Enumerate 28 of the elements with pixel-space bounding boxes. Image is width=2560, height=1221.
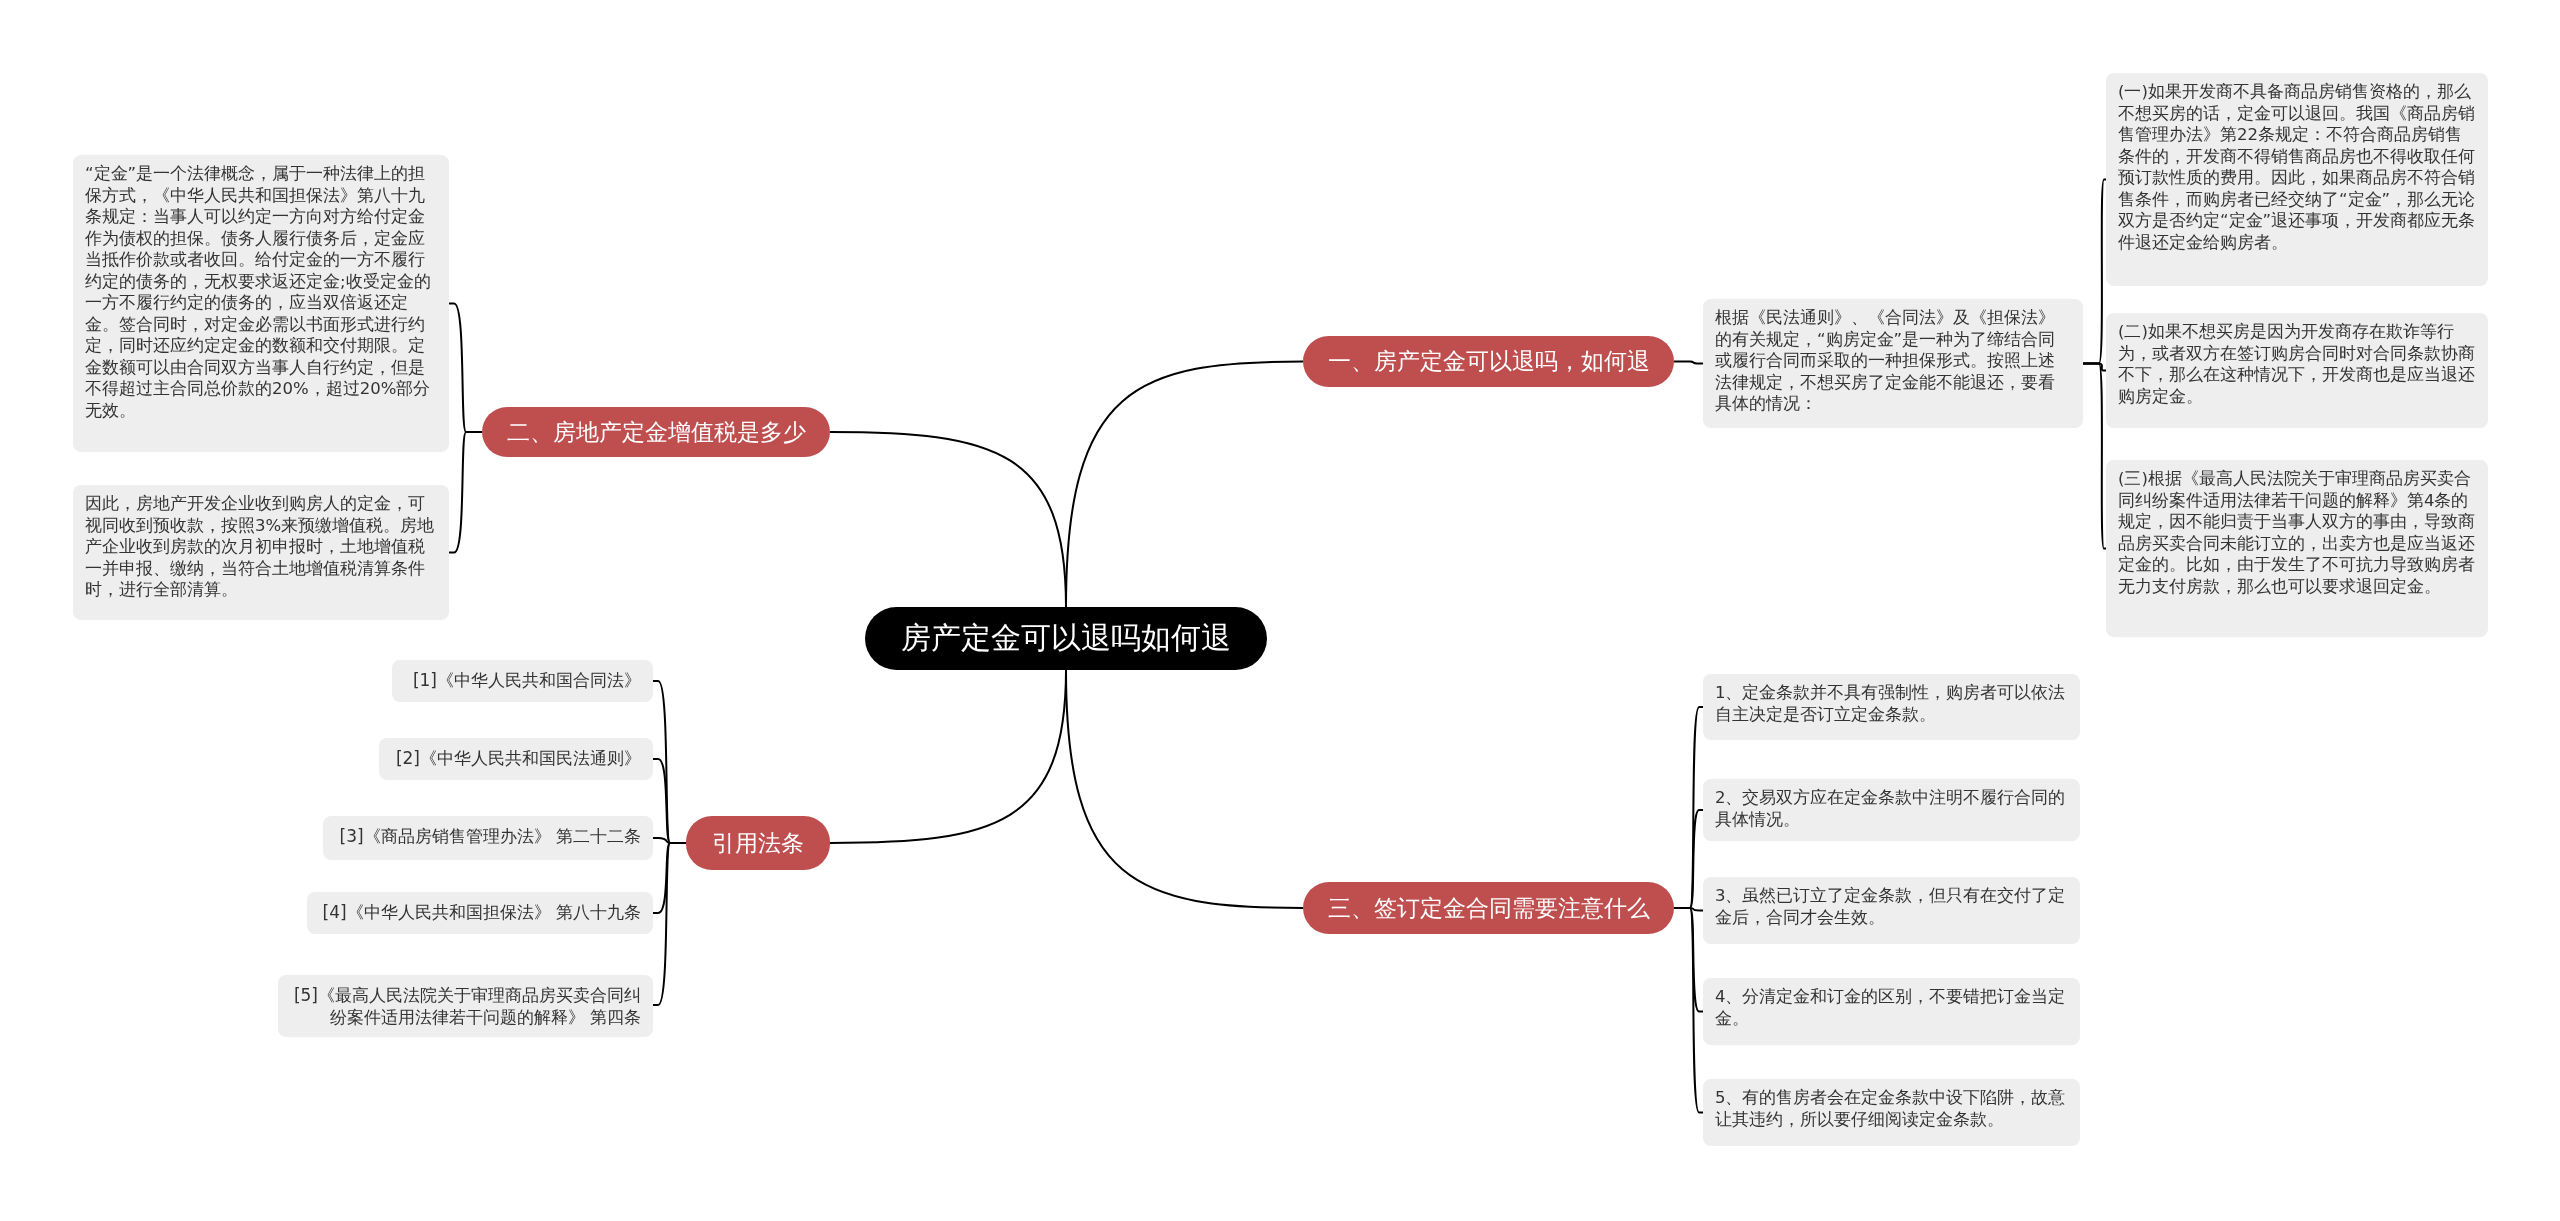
text-card: 因此，房地产开发企业收到购房人的定金，可视同收到预收款，按照3%来预缴增值税。房地产企业收到房款的次月初申报时，土地增值税一并申报、缴纳，当符合土地增值税清算条件时，进行全部清算。 [73, 485, 449, 620]
connector-line [448, 431, 483, 554]
topic-box: 引用法条 [686, 816, 830, 870]
text-card: 4、分清定金和订金的区别，不要错把订金当定金。 [1703, 978, 2080, 1045]
reference-card: [2]《中华人民共和国民法通则》 [379, 738, 653, 780]
text-card: 1、定金条款并不具有强制性，购房者可以依法自主决定是否订立定金条款。 [1703, 674, 2080, 740]
topic-box: 二、房地产定金增值税是多少 [482, 407, 830, 457]
text-card: 5、有的售房者会在定金条款中设下陷阱，故意让其违约，所以要仔细阅读定金条款。 [1703, 1079, 2080, 1146]
reference-card: [1]《中华人民共和国合同法》 [392, 660, 653, 702]
connector-line [1673, 907, 1704, 1114]
text-card: 根据《民法通则》、《合同法》及《担保法》的有关规定，“购房定金”是一种为了缔结合同或履行合同而采取的一种担保形式。按照上述法律规定，不想买房了定金能不能退还，要看具体的情况： [1703, 299, 2083, 428]
connector-line [1065, 669, 1304, 909]
text-card: (三)根据《最高人民法院关于审理商品房买卖合同纠纷案件适用法律若干问题的解释》第4条的规定，因不能归责于当事人双方的事由，导致商品房买卖合同未能订立的，出卖方也是应当返还定金的。比如，由于发生了不可抗力导致购房者无力支付房款，那么也可以要求退回定金。 [2106, 460, 2488, 637]
reference-card: [5]《最高人民法院关于审理商品房买卖合同纠纷案件适用法律若干问题的解释》 第四条 [278, 975, 653, 1037]
text-card: (二)如果不想买房是因为开发商存在欺诈等行为，或者双方在签订购房合同时对合同条款协商不下，那么在这种情况下，开发商也是应当退还购房定金。 [2106, 313, 2488, 428]
text-card: (一)如果开发商不具备商品房销售资格的，那么不想买房的话，定金可以退回。我国《商品房销售管理办法》第22条规定：不符合商品房销售条件的，开发商不得销售商品房也不得收取任何预订款性质的费用。因此，如果商品房不符合销售条件，而购房者已经交纳了“定金”，那么无论双方是否约定“定金”退还事项，开发商都应无条件退还定金给购房者。 [2106, 73, 2488, 286]
connector-line [652, 842, 687, 1006]
connector-line [829, 431, 1067, 608]
connector-line [1673, 360, 1704, 365]
topic-box: 一、房产定金可以退吗，如何退 [1303, 336, 1674, 387]
reference-card: [4]《中华人民共和国担保法》 第八十九条 [307, 892, 653, 934]
connector-line [2082, 362, 2107, 550]
topic-box: 三、签订定金合同需要注意什么 [1303, 882, 1674, 934]
text-card: 2、交易双方应在定金条款中注明不履行合同的具体情况。 [1703, 779, 2080, 841]
reference-card: [3]《商品房销售管理办法》 第二十二条 [323, 816, 653, 860]
text-card: “定金”是一个法律概念，属于一种法律上的担保方式，《中华人民共和国担保法》第八十九条规定：当事人可以约定一方向对方给付定金作为债权的担保。债务人履行债务后，定金应当抵作价款或者收回。给付定金的一方不履行约定的债务的，无权要求返还定金;收受定金的一方不履行约定的债务的，应当双倍返还定金。签合同时，对定金必需以书面形式进行约定，同时还应约定定金的数额和交付期限。定金数额可以由合同双方当事人自行约定，但是不得超过主合同总价款的20%，超过20%部分无效。 [73, 155, 449, 452]
central-topic: 房产定金可以退吗如何退 [865, 607, 1267, 670]
text-card: 3、虽然已订立了定金条款，但只有在交付了定金后，合同才会生效。 [1703, 877, 2080, 944]
